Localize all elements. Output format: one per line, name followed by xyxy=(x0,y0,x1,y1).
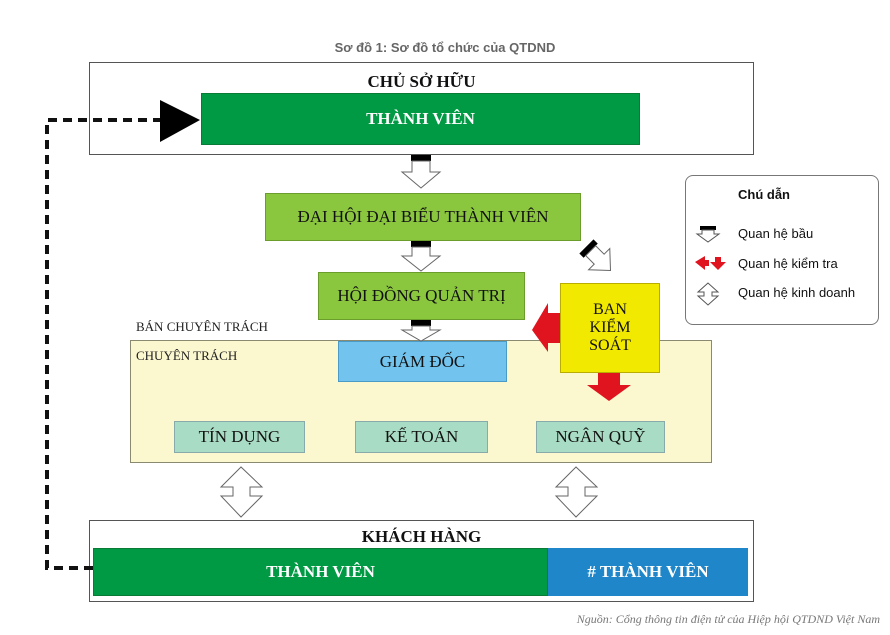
part-time-label: BÁN CHUYÊN TRÁCH xyxy=(136,319,268,334)
check-arrow-left xyxy=(532,303,560,352)
customer-heading: KHÁCH HÀNG xyxy=(361,527,482,546)
business-arrow-left xyxy=(219,466,264,518)
elect-arrow-board-director xyxy=(400,320,442,342)
director-box: GIÁM ĐỐC xyxy=(338,341,507,382)
elect-arrow-supervisory xyxy=(579,239,612,272)
diagram-title: Sơ đồ 1: Sơ đồ tổ chức của QTDND xyxy=(334,40,556,55)
legend-item-elect: Quan hệ bầu xyxy=(738,226,814,241)
department-accounting: KẾ TOÁN xyxy=(355,421,488,453)
legend-title: Chú dẫn xyxy=(738,187,790,202)
owner-entry-arrow xyxy=(160,100,200,142)
owner-heading: CHỦ SỞ HỮU xyxy=(367,72,476,91)
supervisory-line3: SOÁT xyxy=(589,337,631,354)
legend-item-business: Quan hệ kinh doanh xyxy=(738,285,856,300)
department-credit: TÍN DỤNG xyxy=(174,421,305,453)
director-label: GIÁM ĐỐC xyxy=(379,351,466,371)
customer-non-member-label: # THÀNH VIÊN xyxy=(587,562,709,581)
legend-business-icon xyxy=(696,282,720,306)
supervisory-box: BAN KIỂM SOÁT xyxy=(560,283,660,373)
department-treasury-label: NGÂN QUỸ xyxy=(555,427,646,446)
department-accounting-label: KẾ TOÁN xyxy=(384,427,459,446)
legend-box: Chú dẫn Quan hệ bầu Quan hệ kiểm tra Qua… xyxy=(685,175,879,325)
congress-label: ĐẠI HỘI ĐẠI BIỂU THÀNH VIÊN xyxy=(297,207,549,226)
owner-member-box: THÀNH VIÊN xyxy=(201,93,640,145)
customer-member-label: THÀNH VIÊN xyxy=(266,562,375,581)
check-arrow-down xyxy=(587,373,631,401)
department-treasury: NGÂN QUỸ xyxy=(536,421,665,453)
dashed-connector xyxy=(45,118,163,570)
supervisory-line1: BAN xyxy=(593,301,627,318)
full-time-label: CHUYÊN TRÁCH xyxy=(136,348,238,363)
business-arrow-right xyxy=(554,466,599,518)
legend-check-icon xyxy=(695,256,726,270)
customer-non-member-box: # THÀNH VIÊN xyxy=(548,548,748,596)
elect-arrow-owner-congress xyxy=(400,155,442,189)
board-label: HỘI ĐỒNG QUẢN TRỊ xyxy=(337,286,506,305)
elect-arrow-congress-board xyxy=(400,241,442,272)
legend-item-check: Quan hệ kiểm tra xyxy=(738,256,838,271)
owner-member-label: THÀNH VIÊN xyxy=(366,109,475,128)
customer-member-box: THÀNH VIÊN xyxy=(93,548,548,596)
supervisory-line2: KIỂM xyxy=(589,319,631,336)
congress-box: ĐẠI HỘI ĐẠI BIỂU THÀNH VIÊN xyxy=(265,193,581,241)
board-box: HỘI ĐỒNG QUẢN TRỊ xyxy=(318,272,525,320)
department-credit-label: TÍN DỤNG xyxy=(198,427,281,446)
legend-elect-icon xyxy=(695,226,721,243)
source-note: Nguồn: Cổng thông tin điện tử của Hiệp h… xyxy=(576,612,880,626)
